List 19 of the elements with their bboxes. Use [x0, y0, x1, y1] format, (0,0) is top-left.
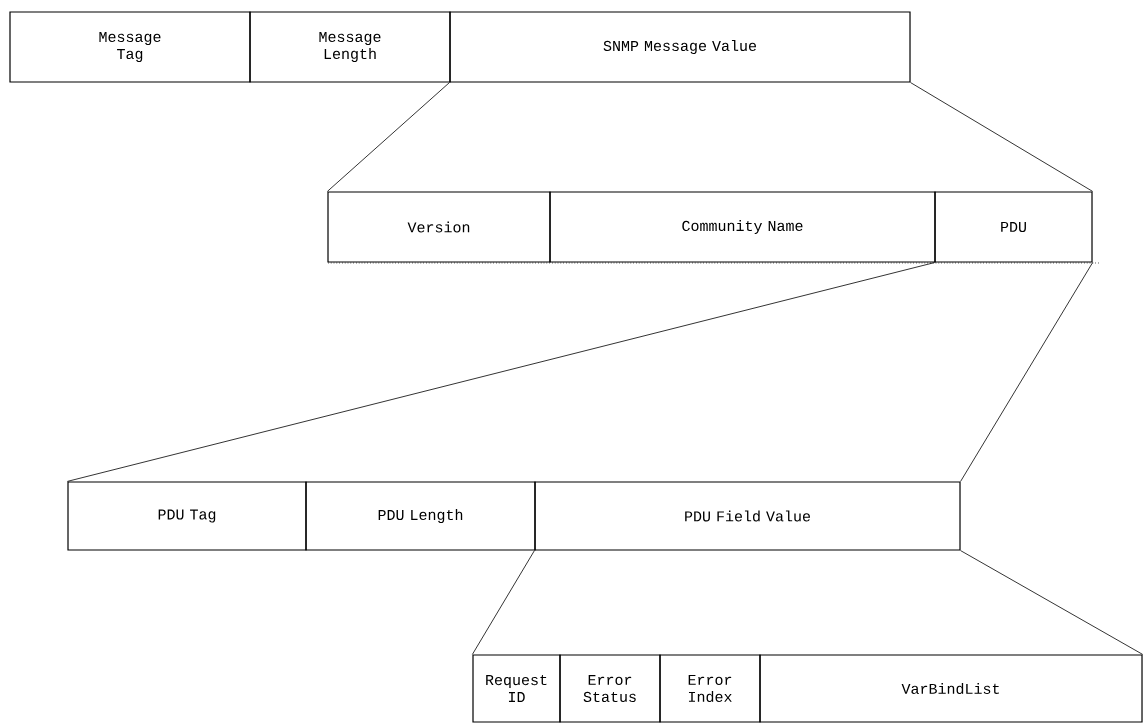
expansion-line — [960, 550, 1143, 655]
expansion-line — [910, 82, 1093, 192]
expansion-line — [327, 82, 450, 192]
expansion-line — [960, 262, 1093, 482]
field-box: Error Status — [559, 654, 661, 723]
field-box: Version — [327, 191, 551, 263]
field-box: Message Tag — [9, 11, 251, 83]
expansion-line — [67, 262, 935, 482]
field-box: Message Length — [249, 11, 451, 83]
field-box: Request ID — [472, 654, 561, 723]
field-box: SNMP Message Value — [449, 11, 911, 83]
field-box: VarBindList — [759, 654, 1143, 723]
expansion-line — [472, 550, 535, 655]
field-box: PDU Field Value — [534, 481, 961, 551]
field-box: PDU Length — [305, 481, 536, 551]
field-box: PDU — [934, 191, 1093, 263]
field-box: PDU Tag — [67, 481, 307, 551]
field-box: Error Index — [659, 654, 761, 723]
field-box: Community Name — [549, 191, 936, 263]
